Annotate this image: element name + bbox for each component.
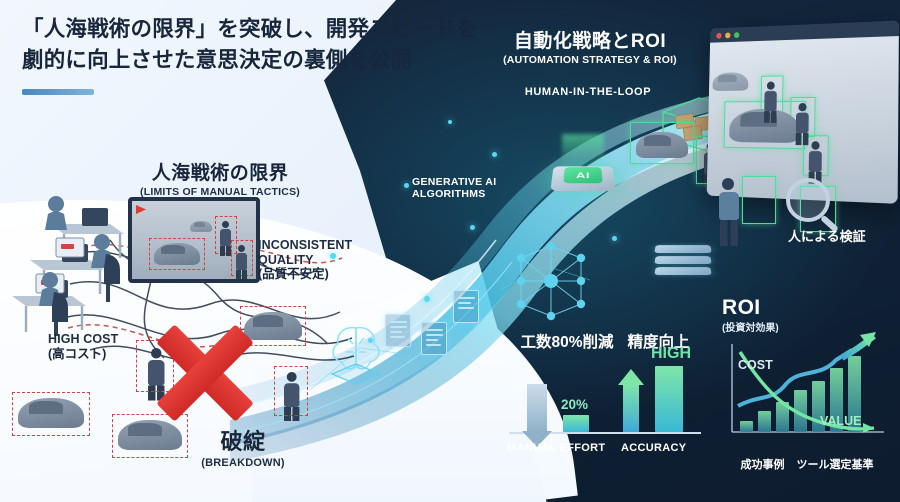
chip-glow xyxy=(562,134,604,168)
roi-value-label: VALUE xyxy=(820,414,862,428)
accuracy-up-arrow-icon xyxy=(623,384,639,433)
metric-heading-accuracy: 精度向上 xyxy=(627,334,690,351)
detection-box-green xyxy=(630,122,694,164)
failure-cross-icon xyxy=(148,318,262,428)
monitor-car-far xyxy=(190,221,212,232)
node-dot xyxy=(368,338,373,343)
failure-car-bottom-mid xyxy=(118,420,182,450)
page-title: 「人海戦術の限界」を突破し、開発スピードを 劇的に向上させた意思決定の裏側を公開 xyxy=(22,14,478,96)
chip-core-label: AI xyxy=(563,167,603,184)
failure-pedestrian xyxy=(148,348,165,401)
manual-workers-illustration xyxy=(6,188,176,338)
monitor-pedestrian xyxy=(220,221,231,256)
roi-subtitle: (投資対効果) xyxy=(722,323,779,334)
roi-footer: 成功事例 ツール選定基準 xyxy=(722,456,892,472)
roi-footer-success-cases: 成功事例 xyxy=(740,459,785,471)
document-icons xyxy=(385,288,505,366)
inconsistent-quality-jp: (品質不安定) xyxy=(258,267,329,281)
roi-title: ROI xyxy=(722,296,761,319)
metrics-headings: 工数80%削減 精度向上 xyxy=(505,330,705,352)
annotated-car-left xyxy=(636,132,688,158)
human-in-the-loop-text: HUMAN-IN-THE-LOOP xyxy=(524,86,652,98)
metrics-axis xyxy=(509,432,701,434)
metrics-plot-area: 20% HIGH MANUAL EFFORT ACCURACY xyxy=(505,345,705,454)
category-accuracy: ACCURACY xyxy=(621,442,687,454)
human-verification-label: 人による検証 xyxy=(788,226,866,245)
left-heading-jp: 人海戦術の限界 xyxy=(151,163,289,184)
right-heading-jp: 自動化戦略とROI xyxy=(513,31,667,52)
generative-ai-line-2: ALGORITHMS xyxy=(412,188,486,200)
human-verification-text: 人による検証 xyxy=(788,229,866,244)
breakdown-jp: 破綻 xyxy=(220,429,266,454)
brain-icon xyxy=(320,318,392,390)
high-cost-label: HIGH COST (高コスト) xyxy=(48,332,158,362)
generative-ai-label: GENERATIVE AI ALGORITHMS xyxy=(412,176,532,200)
inconsistent-quality-en-2: QUALITY xyxy=(258,252,314,267)
category-manual-effort: MANUAL EFFORT xyxy=(507,442,606,454)
monitor-car xyxy=(154,243,200,265)
inconsistent-quality-en-1: INCONSISTENT xyxy=(258,238,353,252)
detection-box xyxy=(136,340,174,392)
detection-box xyxy=(149,238,205,270)
left-section-heading: 人海戦術の限界 (LIMITS OF MANUAL TACTICS) xyxy=(100,158,340,198)
node-dot xyxy=(330,253,336,259)
title-accent-bar xyxy=(22,89,94,96)
bar-value-accuracy: HIGH xyxy=(651,345,691,362)
bar-manual-effort xyxy=(563,415,589,433)
failure-pedestrian xyxy=(284,372,300,421)
inconsistent-quality-label: INCONSISTENT QUALITY (品質不安定) xyxy=(258,238,368,282)
roi-footer-tool-criteria: ツール選定基準 xyxy=(796,459,874,471)
high-cost-en: HIGH COST xyxy=(48,332,119,346)
roi-cost-label: COST xyxy=(738,358,773,372)
detection-box xyxy=(274,366,308,416)
metrics-chart: 工数80%削減 精度向上 20% HIGH MANUAL EFFORT ACCU… xyxy=(505,330,705,475)
detection-box xyxy=(240,306,306,346)
monitor-annotation-screen xyxy=(128,197,260,283)
breakdown-label: 破綻 (BREAKDOWN) xyxy=(178,424,308,469)
left-heading-en: (LIMITS OF MANUAL TACTICS) xyxy=(140,186,300,198)
monitor-pedestrian xyxy=(236,245,247,279)
browser-minimize-dot[interactable] xyxy=(725,31,731,38)
neural-network-icon xyxy=(505,238,597,324)
breakdown-en: (BREAKDOWN) xyxy=(201,457,285,469)
bar-accuracy xyxy=(655,366,683,433)
generative-ai-line-1: GENERATIVE AI xyxy=(412,176,497,188)
effort-down-arrow-icon xyxy=(527,384,547,433)
detection-box-green xyxy=(742,176,776,224)
browser-pedestrian xyxy=(795,102,809,146)
detection-box xyxy=(112,414,188,458)
failure-car-bottom-left xyxy=(18,398,84,428)
document-icon xyxy=(421,322,447,355)
browser-pedestrian xyxy=(764,81,777,123)
title-line-1: 「人海戦術の限界」を突破し、開発スピードを xyxy=(22,17,478,41)
high-cost-jp: (高コスト) xyxy=(48,346,107,361)
human-verifier-figure xyxy=(712,178,758,248)
human-in-the-loop-label: HUMAN-IN-THE-LOOP xyxy=(498,86,678,98)
node-dot xyxy=(448,120,452,124)
browser-window-mock[interactable] xyxy=(706,20,899,204)
ai-chip-icon: AI xyxy=(548,134,618,202)
roi-chart-area: COST VALUE xyxy=(724,332,888,440)
failure-car-right xyxy=(244,312,302,340)
detection-box xyxy=(12,392,90,436)
browser-close-dot[interactable] xyxy=(716,32,722,39)
record-indicator-icon xyxy=(136,205,146,214)
document-icon xyxy=(385,314,411,347)
title-line-2: 劇的に向上させた意思決定の裏側を公開 xyxy=(22,47,413,72)
right-heading-en: (AUTOMATION STRATEGY & ROI) xyxy=(503,54,677,66)
data-stack-icon xyxy=(654,238,712,288)
node-dot xyxy=(492,152,497,157)
document-icon xyxy=(453,290,479,323)
roi-panel: ROI (投資対効果) xyxy=(722,296,892,474)
node-dot xyxy=(424,296,430,302)
node-dot xyxy=(404,183,409,188)
metric-heading-effort: 工数80%削減 xyxy=(520,334,614,351)
node-dot xyxy=(470,225,475,230)
browser-car-bg xyxy=(712,72,749,91)
node-dot xyxy=(612,236,617,241)
right-section-heading: 自動化戦略とROI (AUTOMATION STRATEGY & ROI) xyxy=(480,26,700,66)
bar-value-manual-effort: 20% xyxy=(561,397,589,412)
browser-maximize-dot[interactable] xyxy=(733,31,740,38)
magnifier-icon xyxy=(786,178,844,236)
